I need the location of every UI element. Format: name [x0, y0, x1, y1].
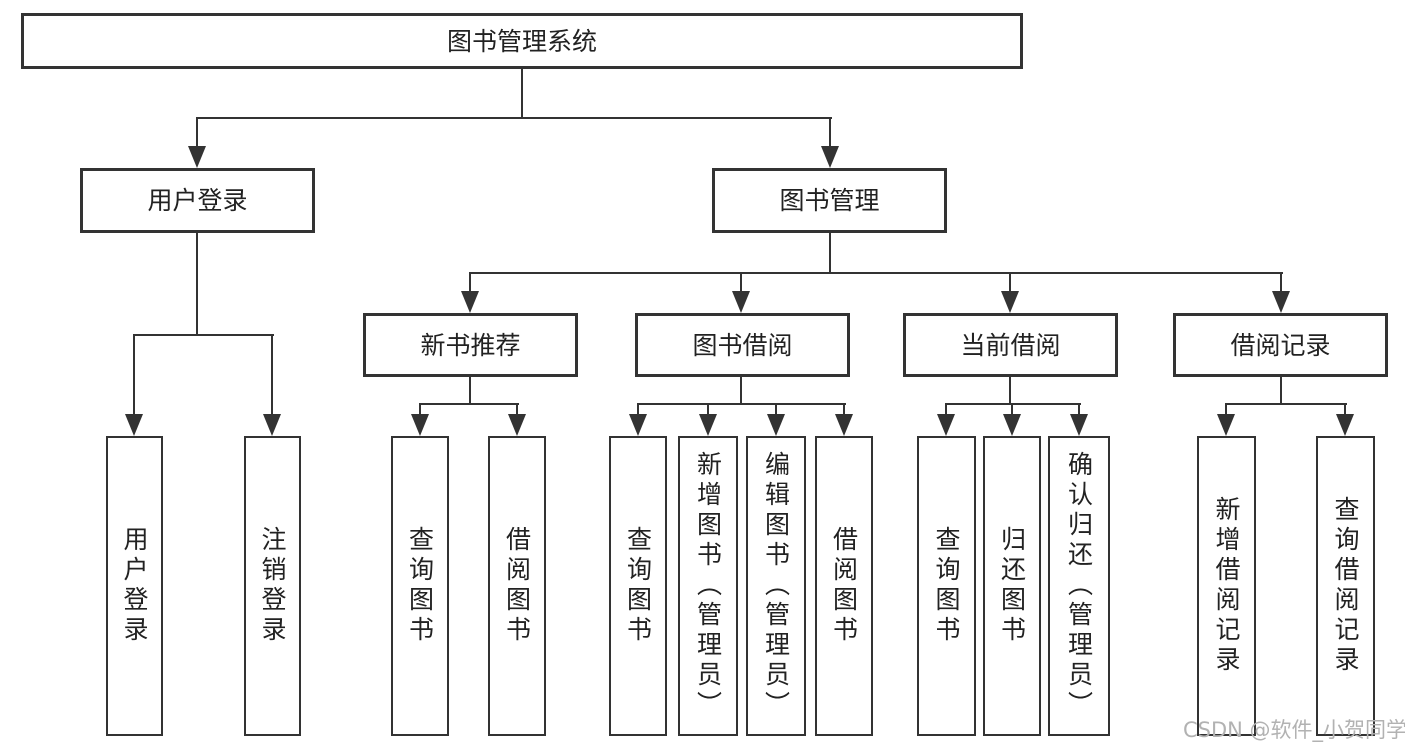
connector-leaf-br-add	[1225, 404, 1227, 416]
arrowhead-bb-borrow	[835, 414, 853, 436]
node-nbr-query-book-label: 查询图书	[405, 526, 435, 646]
arrowhead-user-login	[188, 146, 206, 168]
connector-current-borrow-rail	[945, 403, 1081, 405]
node-book-borrow-label: 图书借阅	[692, 330, 793, 360]
node-book-mgmt-label: 图书管理	[779, 186, 880, 215]
node-login-label: 用户登录	[120, 526, 149, 646]
connector-to-current-borrow	[1009, 273, 1011, 293]
node-new-book-rec: 新书推荐	[363, 313, 578, 377]
node-nbr-query-book: 查询图书	[391, 436, 449, 736]
node-borrow-record: 借阅记录	[1173, 313, 1388, 377]
node-user-login: 用户登录	[80, 168, 315, 233]
node-nbr-borrow-book: 借阅图书	[488, 436, 546, 736]
node-bb-borrow-book-label: 借阅图书	[829, 526, 859, 646]
node-bb-add-book: 新增图书（管理员）	[678, 436, 738, 736]
connector-leaf-cb-return	[1011, 404, 1013, 416]
arrowhead-br-query	[1336, 414, 1354, 436]
arrowhead-br-add	[1217, 414, 1235, 436]
node-cb-return-book: 归还图书	[983, 436, 1041, 736]
node-new-book-rec-label: 新书推荐	[420, 330, 521, 360]
connector-to-new-book	[469, 273, 471, 293]
arrowhead-login	[125, 414, 143, 436]
node-logout-label: 注销登录	[258, 526, 287, 646]
node-root: 图书管理系统	[21, 13, 1023, 69]
arrowhead-book-mgmt	[821, 146, 839, 168]
connector-borrow-record-stub	[1280, 377, 1282, 405]
arrowhead-borrow-record	[1272, 291, 1290, 313]
node-bb-add-book-label: 新增图书（管理员）	[693, 451, 723, 721]
arrowhead-nbr-borrow	[508, 414, 526, 436]
arrowhead-nbr-query	[411, 414, 429, 436]
node-root-label: 图书管理系统	[446, 26, 597, 56]
arrowhead-cb-confirm	[1070, 414, 1088, 436]
node-current-borrow-label: 当前借阅	[960, 330, 1061, 360]
node-cb-query-book: 查询图书	[917, 436, 976, 736]
node-bb-query-book-label: 查询图书	[623, 526, 653, 646]
node-cb-confirm-return: 确认归还（管理员）	[1048, 436, 1110, 736]
arrowhead-cb-return	[1003, 414, 1021, 436]
node-br-add-record: 新增借阅记录	[1197, 436, 1256, 736]
connector-to-book-mgmt	[829, 118, 831, 148]
connector-to-book-borrow	[740, 273, 742, 293]
connector-new-book-rail	[419, 403, 519, 405]
node-br-add-record-label: 新增借阅记录	[1212, 496, 1241, 676]
arrowhead-book-borrow	[732, 291, 750, 313]
connector-level2-rail	[196, 117, 832, 119]
connector-to-borrow-record	[1280, 273, 1282, 293]
connector-user-login-stub	[196, 233, 198, 335]
connector-leaf-nbr-borrow	[516, 404, 518, 416]
connector-user-login-rail	[133, 334, 274, 336]
connector-book-borrow-rail	[637, 403, 846, 405]
connector-leaf-nbr-query	[419, 404, 421, 416]
connector-to-user-login	[196, 118, 198, 148]
node-current-borrow: 当前借阅	[903, 313, 1118, 377]
node-cb-confirm-return-label: 确认归还（管理员）	[1064, 451, 1094, 721]
node-bb-edit-book: 编辑图书（管理员）	[746, 436, 806, 736]
csdn-watermark: CSDN @软件_小贺同学	[1183, 718, 1405, 742]
arrowhead-bb-query	[629, 414, 647, 436]
connector-root-stub	[521, 69, 523, 119]
node-cb-query-book-label: 查询图书	[932, 526, 961, 646]
connector-leaf-bb-borrow	[843, 404, 845, 416]
arrowhead-new-book	[461, 291, 479, 313]
node-login: 用户登录	[106, 436, 163, 736]
arrowhead-bb-edit	[767, 414, 785, 436]
connector-leaf-bb-edit	[775, 404, 777, 416]
node-bb-edit-book-label: 编辑图书（管理员）	[761, 451, 791, 721]
arrowhead-logout	[263, 414, 281, 436]
connector-leaf-bb-add	[707, 404, 709, 416]
connector-leaf-br-query	[1344, 404, 1346, 416]
node-bb-borrow-book: 借阅图书	[815, 436, 873, 736]
connector-to-logout	[271, 335, 273, 416]
connector-new-book-stub	[469, 377, 471, 405]
node-borrow-record-label: 借阅记录	[1230, 330, 1331, 360]
connector-leaf-cb-confirm	[1078, 404, 1080, 416]
node-book-mgmt: 图书管理	[712, 168, 947, 233]
node-logout: 注销登录	[244, 436, 301, 736]
connector-book-mgmt-stub	[829, 233, 831, 274]
connector-level3-rail	[469, 272, 1283, 274]
node-br-query-record-label: 查询借阅记录	[1331, 496, 1360, 676]
node-book-borrow: 图书借阅	[635, 313, 850, 377]
connector-leaf-cb-query	[945, 404, 947, 416]
arrowhead-bb-add	[699, 414, 717, 436]
node-br-query-record: 查询借阅记录	[1316, 436, 1375, 736]
connector-current-borrow-stub	[1009, 377, 1011, 405]
node-nbr-borrow-book-label: 借阅图书	[502, 526, 532, 646]
node-user-login-label: 用户登录	[147, 186, 248, 215]
connector-leaf-bb-query	[637, 404, 639, 416]
connector-borrow-record-rail	[1225, 403, 1347, 405]
connector-to-login	[133, 335, 135, 416]
node-cb-return-book-label: 归还图书	[997, 526, 1027, 646]
arrowhead-current-borrow	[1001, 291, 1019, 313]
arrowhead-cb-query	[937, 414, 955, 436]
connector-book-borrow-stub	[740, 377, 742, 405]
node-bb-query-book: 查询图书	[609, 436, 667, 736]
